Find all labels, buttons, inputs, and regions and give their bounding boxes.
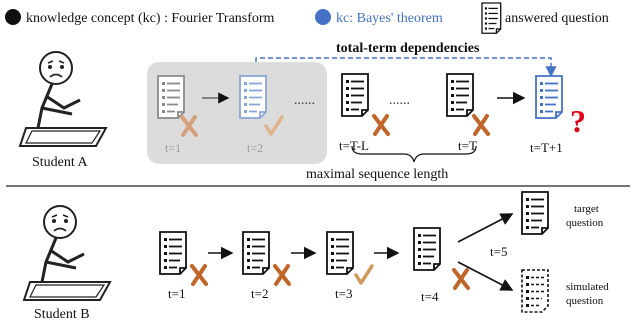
time-label-tTL: t=T-L bbox=[339, 138, 369, 153]
time-label-b1: t=1 bbox=[168, 286, 185, 301]
wrong-mark-icon bbox=[472, 114, 490, 136]
legend-answered: answered question bbox=[505, 11, 609, 26]
time-label-t2: t=2 bbox=[247, 141, 263, 155]
kc-fourier-dot bbox=[5, 9, 21, 25]
simulated-label-1: simulated bbox=[566, 281, 609, 293]
history-box bbox=[147, 62, 327, 164]
sequence-brace bbox=[351, 145, 477, 163]
answered-question-icon bbox=[481, 2, 502, 34]
legend-kc-fourier: knowledge concept (kc) : Fourier Transfo… bbox=[26, 11, 275, 26]
branch-arrow-target bbox=[457, 213, 514, 243]
dots-mid: ...... bbox=[389, 93, 410, 108]
wrong-mark-icon bbox=[452, 268, 470, 290]
time-label-tT: t=T bbox=[458, 138, 477, 153]
wrong-mark-icon bbox=[190, 264, 208, 286]
question-doc-icon bbox=[446, 73, 474, 117]
wrong-mark-icon bbox=[273, 264, 291, 286]
question-doc-icon bbox=[341, 73, 369, 117]
time-label-tT1: t=T+1 bbox=[530, 140, 563, 155]
question-doc-icon bbox=[159, 231, 187, 275]
question-doc-icon bbox=[535, 75, 563, 119]
check-mark-icon bbox=[354, 264, 374, 285]
target-question-icon bbox=[521, 191, 549, 235]
dots-left: ...... bbox=[294, 93, 315, 108]
dependency-label: total-term dependencies bbox=[336, 41, 480, 56]
target-label-2: question bbox=[566, 217, 604, 229]
student-b-panel: t=1 t=2 t=3 t=4 t=5 target question simu… bbox=[22, 191, 609, 322]
wrong-mark-icon bbox=[372, 114, 390, 136]
student-b-label: Student B bbox=[34, 307, 90, 322]
question-doc-icon bbox=[242, 231, 270, 275]
time-label-t1: t=1 bbox=[165, 141, 181, 155]
branch-arrow-simulated bbox=[457, 261, 514, 291]
kc-bayes-dot bbox=[315, 9, 331, 25]
question-mark: ? bbox=[570, 103, 586, 139]
question-doc-icon bbox=[326, 231, 354, 275]
time-label-b2: t=2 bbox=[251, 286, 268, 301]
legend-kc-bayes: kc: Bayes' theorem bbox=[336, 11, 443, 26]
student-a-figure bbox=[18, 50, 108, 148]
target-label-1: target bbox=[574, 203, 599, 215]
student-a-label: Student A bbox=[32, 155, 89, 170]
simulated-question-icon bbox=[521, 269, 549, 313]
time-label-b3: t=3 bbox=[335, 286, 352, 301]
question-doc-icon bbox=[239, 75, 267, 119]
dependency-arrow bbox=[255, 57, 557, 78]
question-doc-icon bbox=[413, 227, 441, 271]
legend: knowledge concept (kc) : Fourier Transfo… bbox=[5, 2, 609, 34]
student-a-panel: total-term dependencies t=1 t=2 ...... t… bbox=[18, 41, 586, 182]
simulated-label-2: question bbox=[566, 295, 604, 307]
time-label-b4: t=4 bbox=[421, 289, 439, 304]
max-seq-label: maximal sequence length bbox=[306, 167, 448, 182]
time-label-b5: t=5 bbox=[490, 244, 507, 259]
student-b-figure bbox=[22, 204, 112, 302]
question-doc-icon bbox=[157, 75, 185, 119]
